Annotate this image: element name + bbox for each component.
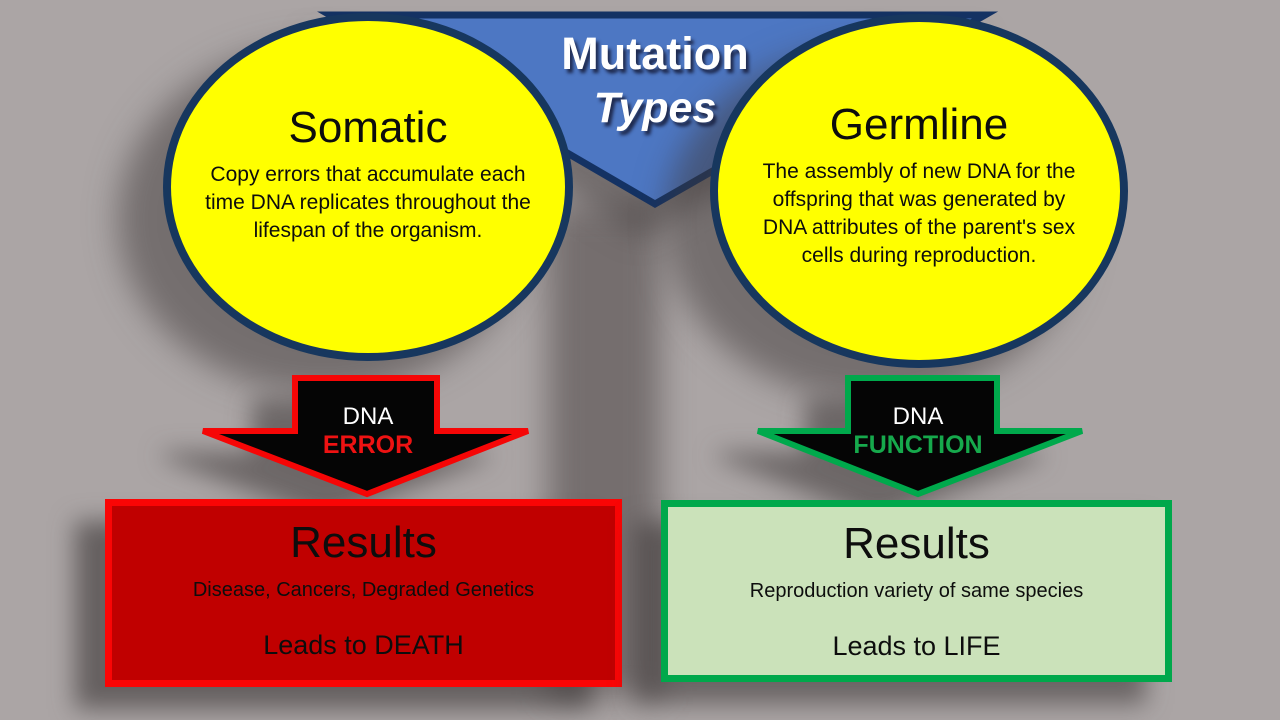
germline-description: The assembly of new DNA for the offsprin… (763, 158, 1076, 270)
somatic-circle: Somatic Copy errors that accumulate each… (163, 13, 573, 361)
dna-error-arrow-icon (201, 375, 530, 498)
somatic-description-line: Copy errors that accumulate each (210, 163, 526, 186)
dna-function-label: DNA FUNCTION (808, 403, 1028, 459)
dna-function-label-bottom: FUNCTION (853, 431, 983, 459)
germline-title: Germline (829, 100, 1009, 149)
germline-circle: Germline The assembly of new DNA for the… (710, 14, 1128, 368)
germline-description-line: cells during reproduction. (801, 244, 1037, 267)
results-death-title: Results (290, 518, 437, 567)
dna-function-arrow-icon (756, 375, 1084, 498)
somatic-description-line: lifespan of the organism. (253, 219, 483, 242)
results-life-detail: Reproduction variety of same species (749, 580, 1084, 602)
arrow-shapes (201, 375, 1084, 498)
banner-title: Mutation Types (455, 26, 855, 134)
results-death-box: Results Disease, Cancers, Degraded Genet… (105, 499, 622, 687)
germline-description-line: DNA attributes of the parent's sex (762, 216, 1076, 239)
somatic-title: Somatic (288, 103, 448, 152)
dna-error-label-bottom: ERROR (322, 431, 414, 459)
results-death-outcome: Leads to DEATH (263, 630, 464, 660)
banner-title-line2: Types (593, 84, 717, 132)
germline-description-line: The assembly of new DNA for the (762, 160, 1076, 183)
results-death-detail: Disease, Cancers, Degraded Genetics (192, 579, 535, 601)
dna-error-label-top: DNA (342, 403, 394, 430)
germline-description-line: offspring that was generated by (772, 188, 1066, 211)
results-life-box: Results Reproduction variety of same spe… (661, 500, 1172, 682)
dna-error-label: DNA ERROR (258, 403, 478, 459)
results-life-title: Results (843, 519, 990, 568)
banner-title-line1: Mutation (561, 28, 749, 79)
dna-function-label-top: DNA (892, 403, 944, 430)
results-life-outcome: Leads to LIFE (832, 631, 1001, 661)
somatic-description-line: time DNA replicates throughout the (205, 191, 531, 214)
somatic-description: Copy errors that accumulate each time DN… (205, 161, 531, 245)
